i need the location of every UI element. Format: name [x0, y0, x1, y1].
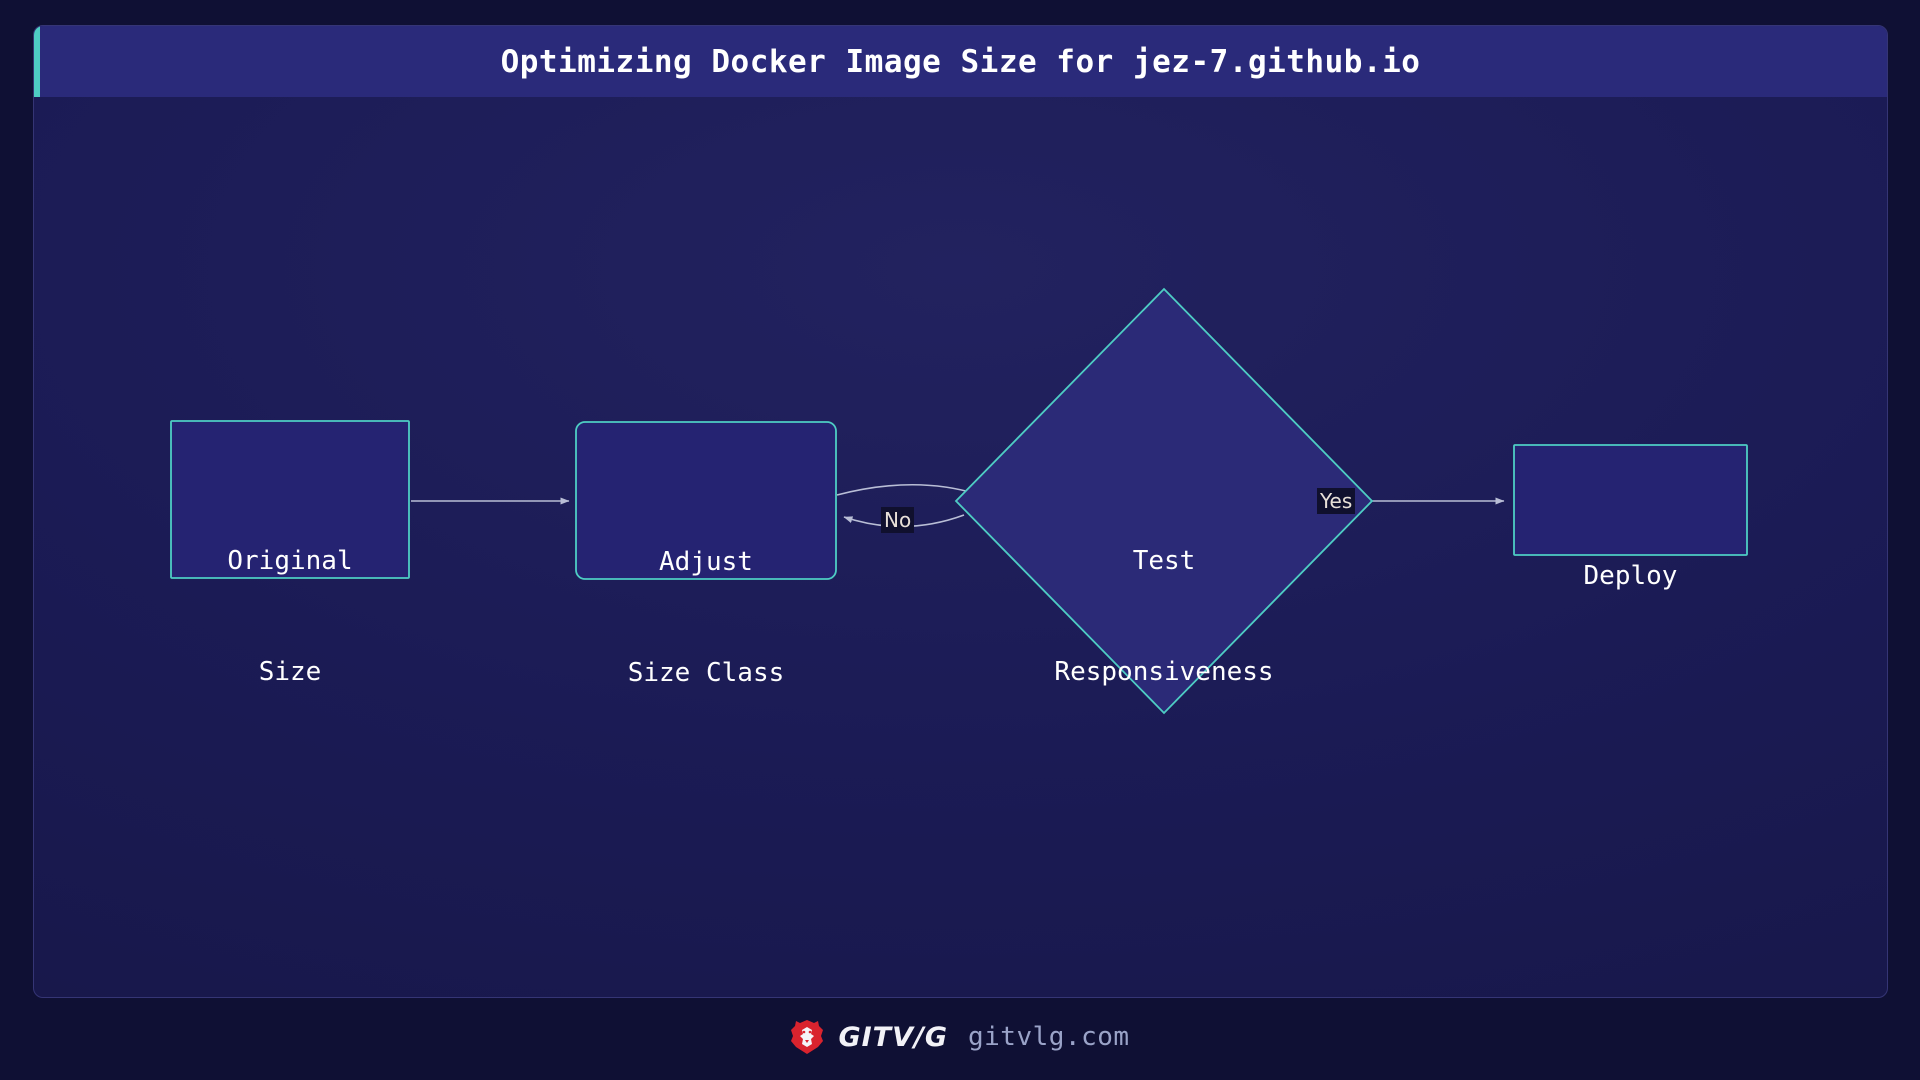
node-original-size[interactable]	[170, 420, 410, 579]
slide-card: Optimizing Docker Image Size for jez-7.g…	[33, 25, 1888, 998]
edge-label-no: No	[881, 507, 915, 533]
lion-head-icon	[791, 1020, 824, 1054]
node-test-responsiveness[interactable]	[954, 287, 1374, 715]
footer-branding: GITV/G gitvlg.com	[0, 1006, 1920, 1068]
edge-label-yes: Yes	[1317, 488, 1356, 514]
brand-name: GITV/G	[838, 1021, 948, 1053]
edge-adjust-to-test	[836, 483, 978, 496]
brand-url: gitvlg.com	[968, 1022, 1130, 1052]
node-deploy[interactable]	[1513, 444, 1748, 556]
page-title: Optimizing Docker Image Size for jez-7.g…	[500, 43, 1421, 80]
node-adjust-size-class[interactable]	[575, 421, 837, 580]
flowchart-canvas	[170, 287, 1748, 715]
accent-bar	[34, 26, 40, 97]
card-header: Optimizing Docker Image Size for jez-7.g…	[34, 26, 1887, 97]
card-body: Original Size Adjust Size Class Test Res…	[34, 97, 1887, 997]
